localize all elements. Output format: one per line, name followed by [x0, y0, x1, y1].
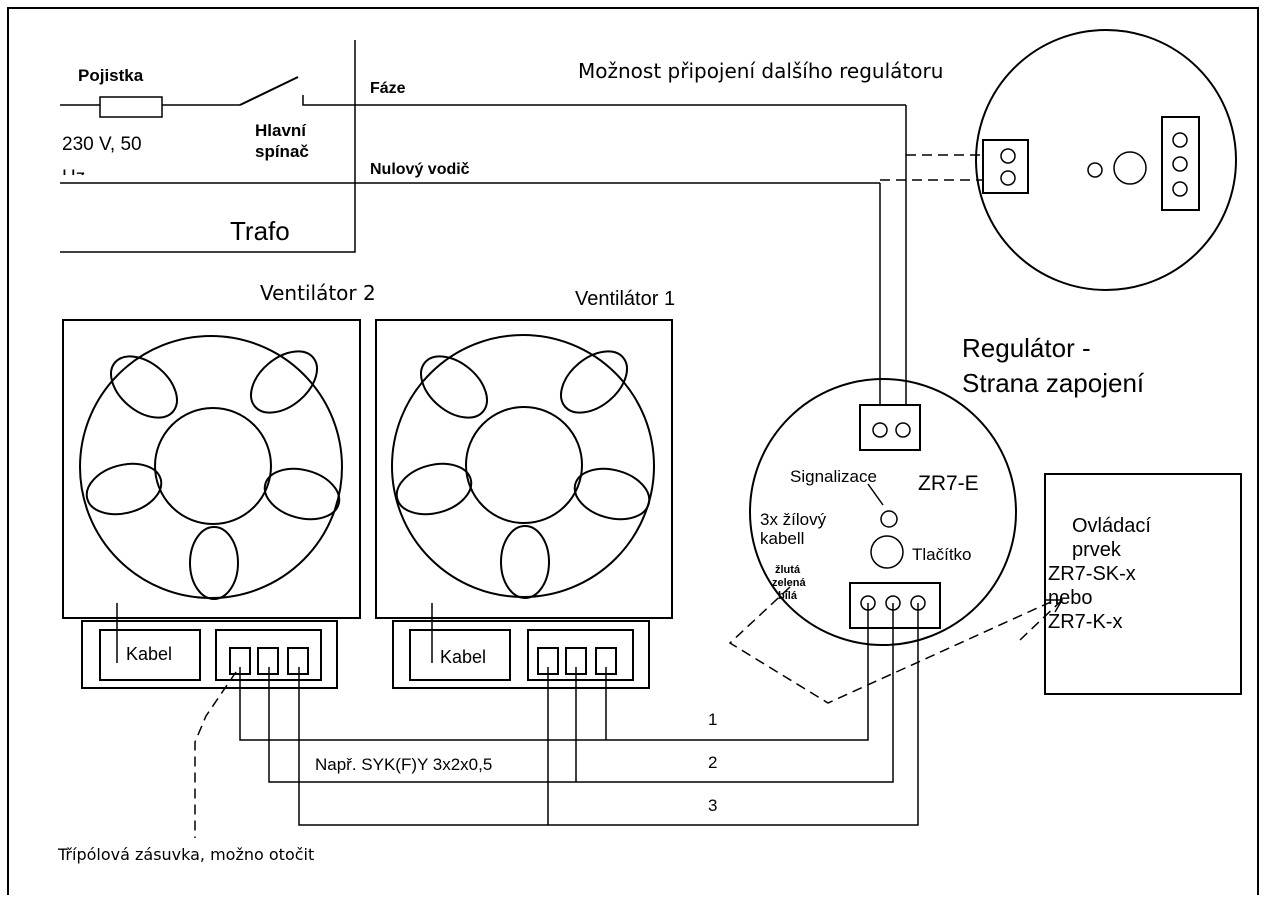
switch-contact — [302, 95, 355, 106]
fan-2-housing — [62, 319, 361, 619]
fan-2-base — [81, 620, 338, 689]
signal-pointer — [867, 483, 884, 506]
fan-1-hub — [465, 406, 583, 524]
wire-color-2: zelená — [772, 577, 807, 589]
regulator-terminal-screw — [895, 422, 911, 438]
cable-type-label-1: 3x žílový — [760, 510, 827, 529]
fan-2 — [62, 319, 361, 689]
regulator-body — [749, 378, 1017, 646]
extra-regulator-terminal-screw — [1172, 156, 1188, 172]
fan-1 — [375, 319, 673, 689]
fan-1-cable-label: Kabel — [440, 647, 486, 667]
control-element-line-2: prvek — [1072, 539, 1122, 561]
control-element-line-5: ZR7-K-x — [1048, 611, 1122, 633]
control-element-line-4: nebo — [1048, 587, 1093, 609]
fan-2-hub — [154, 407, 272, 525]
extra-regulator-power-terminal — [982, 139, 1029, 194]
control-element-line-3: ZR7-SK-x — [1048, 563, 1136, 585]
fan-1-housing — [375, 319, 673, 619]
regulator-power-terminal — [859, 404, 921, 451]
fan-2-blade — [250, 350, 318, 414]
control-element-box — [1044, 473, 1242, 695]
regulator-zr7e — [749, 378, 1017, 646]
fan-2-blade — [189, 526, 239, 600]
main-switch-label-1: Hlavní — [255, 121, 307, 140]
signal-led — [880, 510, 898, 528]
button-label: Tlačítko — [912, 545, 972, 564]
fuse-label: Pojistka — [78, 66, 144, 85]
extra-regulator-terminal-screw — [1172, 132, 1188, 148]
fan-2-cable-label: Kabel — [126, 644, 172, 664]
wire-2 — [268, 603, 894, 783]
extra-regulator-button — [1113, 151, 1147, 185]
fan-2-ring — [79, 335, 343, 599]
control-arrow-head — [1046, 599, 1064, 613]
socket-note-leader — [194, 671, 237, 838]
regulator-terminal-screw — [872, 422, 888, 438]
fan-1-blade — [420, 355, 488, 419]
trafo-box-right — [60, 40, 356, 253]
cable-example-label: Např. SYK(F)Y 3x2x0,5 — [315, 755, 492, 774]
wire-number-3: 3 — [708, 796, 717, 815]
fan-2-blade — [263, 467, 341, 521]
main-switch-lever — [239, 76, 299, 106]
fan-1-base — [392, 620, 650, 689]
control-cable-dashed — [728, 586, 1056, 704]
wire-color-3: bílá — [778, 590, 798, 602]
fan-1-ring — [391, 334, 655, 598]
fan-2-blade — [85, 462, 163, 516]
fan-2-blade — [110, 355, 178, 419]
extra-regulator-terminal-screw — [1000, 148, 1016, 164]
neutral-label: Nulový vodič — [370, 161, 470, 178]
voltage-cut-text: Hz — [62, 167, 85, 188]
fan-1-cable-box — [409, 629, 511, 681]
control-element-line-1: Ovládací — [1072, 515, 1151, 537]
wire-3 — [298, 603, 919, 826]
phase-label: Fáze — [370, 80, 406, 97]
fan-2-cable-box — [99, 629, 201, 681]
extra-regulator-terminal-screw — [1172, 181, 1188, 197]
regulator-model: ZR7-E — [918, 472, 979, 495]
fan-1-title: Ventilátor 1 — [575, 288, 675, 310]
extra-regulator-led — [1087, 162, 1103, 178]
page-frame — [7, 7, 1259, 895]
fan-2-title: Ventilátor 2 — [260, 281, 376, 305]
extra-regulator-control-terminal — [1161, 116, 1200, 211]
control-cable-dashed-upper — [1019, 599, 1063, 641]
regulator-control-terminal — [849, 582, 941, 629]
fan-1-socket — [527, 629, 634, 681]
signal-label: Signalizace — [790, 467, 877, 486]
regulator-side-caption-2: Strana zapojení — [962, 368, 1145, 398]
wire-color-1: žlutá — [775, 564, 801, 576]
extra-regulator-body — [975, 29, 1237, 291]
fan-2-socket-pin-2 — [257, 647, 279, 675]
fan-1-blade — [500, 525, 550, 599]
extra-regulator-caption: Možnost připojení dalšího regulátoru — [578, 59, 943, 83]
fuse-symbol — [99, 96, 163, 118]
transformer-label: Trafo — [230, 216, 290, 246]
fan-1-blade — [560, 350, 628, 414]
wire-number-1: 1 — [708, 710, 717, 729]
regulator-push-button — [870, 535, 904, 569]
main-switch-label-2: spínač — [255, 142, 309, 161]
extra-regulator-terminal-screw — [1000, 170, 1016, 186]
cable-type-label-2: kabell — [760, 529, 804, 548]
fan-1-blade — [573, 467, 651, 521]
regulator-side-caption-1: Regulátor - — [962, 333, 1091, 363]
voltage-label: 230 V, 50 — [62, 134, 142, 155]
wire-number-2: 2 — [708, 753, 717, 772]
wire-1 — [239, 603, 869, 741]
socket-note: Třípólová zásuvka, možno otočit — [57, 845, 314, 864]
fan-1-blade — [395, 462, 473, 516]
fan-2-socket-pin-3 — [287, 647, 309, 675]
